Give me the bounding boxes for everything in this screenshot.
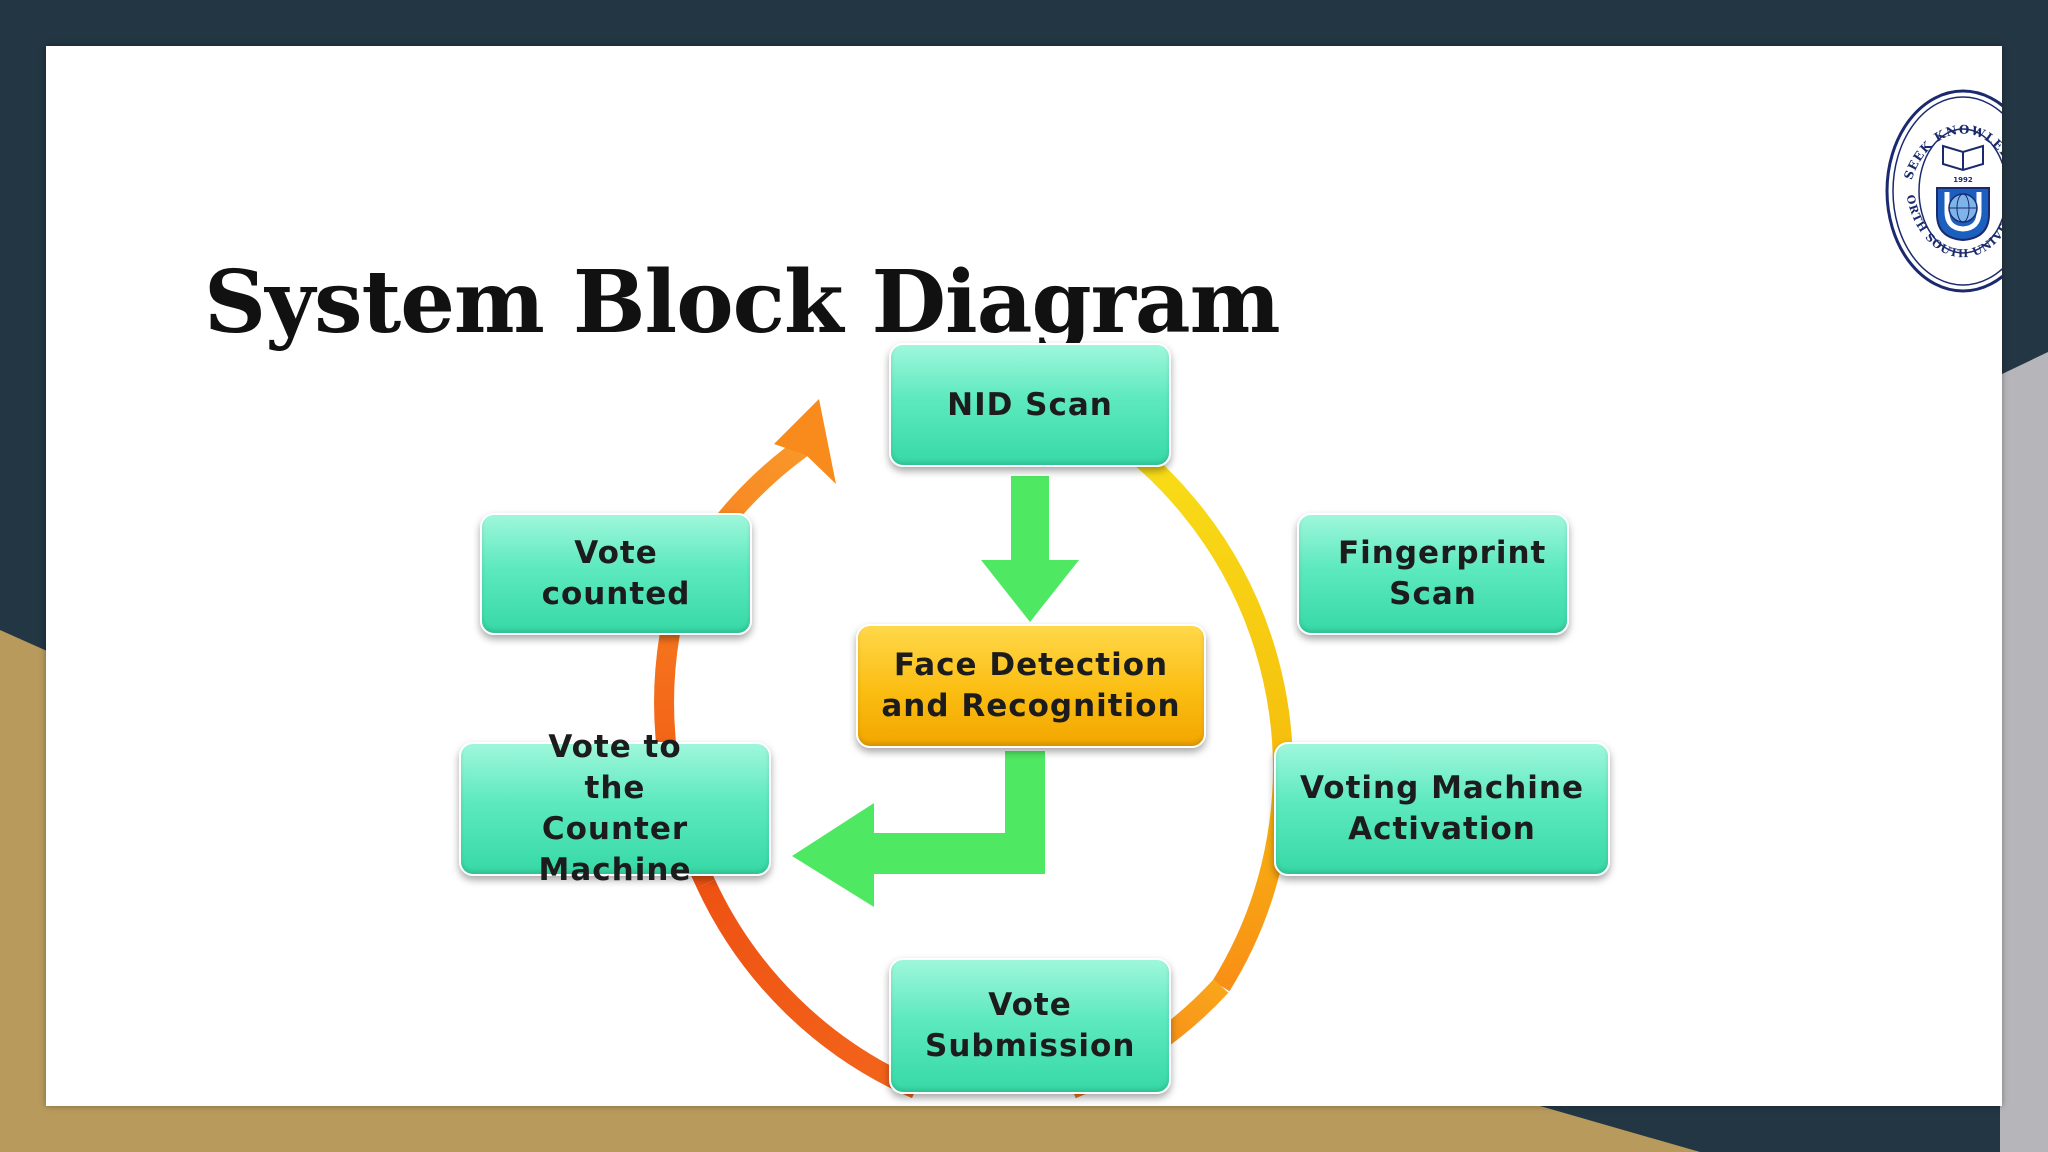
node-label: Face Detection and Recognition bbox=[881, 647, 1181, 724]
cycle-diagram bbox=[654, 397, 1293, 1099]
grey-background-shape bbox=[2000, 352, 2048, 1152]
nid-to-face-arrow bbox=[981, 476, 1079, 622]
node-vote-to-counter-machine: Vote to the Counter Machine bbox=[459, 729, 771, 888]
node-label: Vote to the Counter Machine bbox=[538, 729, 692, 888]
university-logo: SEEK KNOWLEDGE NORTH SOUTH UNIVERSITY 19… bbox=[1883, 88, 2002, 293]
node-label: Vote counted bbox=[541, 535, 691, 612]
cycle-arrowhead bbox=[774, 399, 836, 484]
node-label: Voting Machine Activation bbox=[1299, 770, 1585, 847]
page-number: 9 bbox=[1996, 1089, 2002, 1106]
node-label: Vote Submission bbox=[925, 987, 1136, 1064]
face-to-counter-arrow bbox=[792, 751, 1045, 907]
logo-year: 1992 bbox=[1953, 176, 1973, 184]
node-face-detection: Face Detection and Recognition bbox=[856, 624, 1206, 748]
cycle-arc-bottom-left bbox=[696, 879, 920, 1099]
node-voting-machine-activation: Voting Machine Activation bbox=[1274, 742, 1610, 876]
node-fingerprint-scan: Fingerprint Scan bbox=[1297, 513, 1569, 635]
slide: System Block Diagram bbox=[46, 46, 2002, 1106]
node-nid-scan: NID Scan bbox=[889, 343, 1171, 467]
node-label: NID Scan bbox=[947, 386, 1113, 423]
globe-icon bbox=[1948, 193, 1978, 223]
node-vote-submission: Vote Submission bbox=[889, 958, 1171, 1094]
node-label: Fingerprint Scan bbox=[1338, 535, 1547, 612]
book-icon bbox=[1942, 144, 1984, 172]
node-vote-counted: Vote counted bbox=[480, 513, 752, 635]
slide-title: System Block Diagram bbox=[204, 252, 1281, 353]
